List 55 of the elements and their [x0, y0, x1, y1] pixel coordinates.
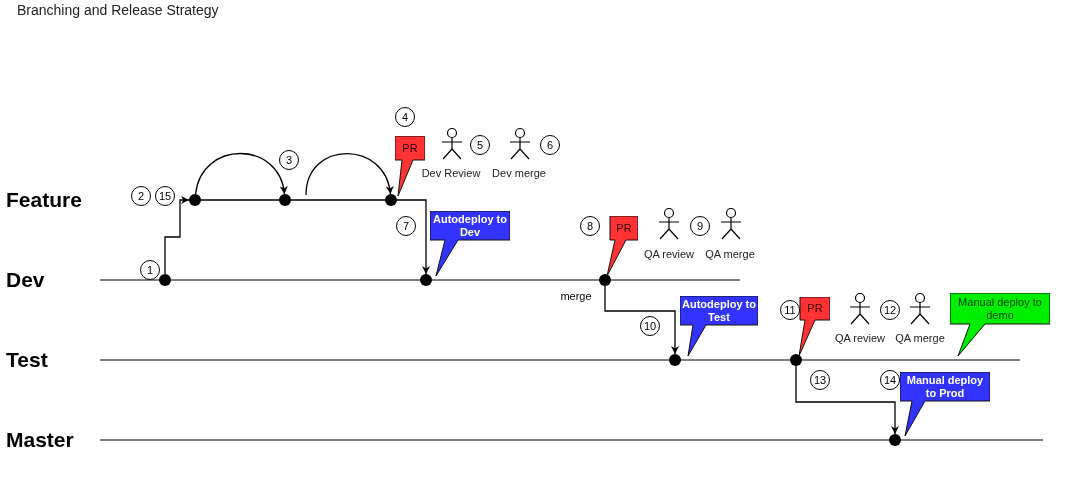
callout-number: 1 — [140, 260, 160, 280]
branch-name: Master — [6, 428, 74, 452]
callout-bubble — [950, 293, 1050, 356]
arrow — [305, 153, 393, 196]
callout-number: 15 — [155, 186, 175, 206]
arrow — [164, 196, 190, 275]
branch-line — [200, 199, 280, 201]
callout-number: 11 — [780, 300, 800, 320]
person-caption: Dev Review — [421, 167, 481, 179]
callout-number: 7 — [396, 216, 416, 236]
callout-number: 13 — [810, 370, 830, 390]
callout-text: Manual deploy to demo — [957, 294, 1043, 323]
callout-number: 9 — [690, 216, 710, 236]
callout-text: PR — [806, 301, 824, 316]
commit-dot — [669, 354, 681, 366]
commit-dot — [889, 434, 901, 446]
commit-dot — [189, 194, 201, 206]
arrow — [604, 285, 679, 355]
person-caption: QA review — [834, 332, 886, 344]
callout-bubble — [430, 211, 510, 276]
diagram-title: Branching and Release Strategy — [17, 2, 219, 18]
branch-line — [290, 199, 386, 201]
person-caption: Dev merge — [492, 167, 546, 179]
commit-dot — [599, 274, 611, 286]
callout-number: 10 — [640, 316, 660, 336]
callout-text: Autodeploy to Test — [682, 297, 756, 324]
branch-name: Feature — [6, 188, 82, 212]
callout-text: Manual deploy to Prod — [905, 373, 985, 400]
callout-bubble — [900, 372, 990, 436]
arrow — [396, 199, 430, 275]
commit-dot — [159, 274, 171, 286]
callout-number: 6 — [540, 135, 560, 155]
commit-dot — [420, 274, 432, 286]
commit-dot — [790, 354, 802, 366]
callout-bubble — [799, 297, 830, 356]
arrow — [194, 152, 287, 195]
callout-number: 4 — [395, 107, 415, 127]
callout-text: Autodeploy to Dev — [432, 212, 508, 239]
callout-text: PR — [401, 140, 419, 156]
callout-bubble — [607, 216, 638, 276]
commit-dot — [385, 194, 397, 206]
commit-dot — [279, 194, 291, 206]
callout-number: 2 — [131, 186, 151, 206]
arrow — [795, 365, 899, 435]
branch-name: Test — [6, 348, 48, 372]
callout-number: 3 — [279, 150, 299, 170]
person-caption: QA merge — [895, 332, 945, 344]
callout-number: 8 — [580, 216, 600, 236]
person-caption: QA merge — [705, 248, 755, 260]
callout-text: PR — [615, 220, 633, 236]
callout-bubble — [680, 296, 758, 356]
branch-name: Dev — [6, 268, 45, 292]
callout-number: 14 — [880, 370, 900, 390]
callout-number: 5 — [470, 135, 490, 155]
callout-number: 12 — [880, 300, 900, 320]
